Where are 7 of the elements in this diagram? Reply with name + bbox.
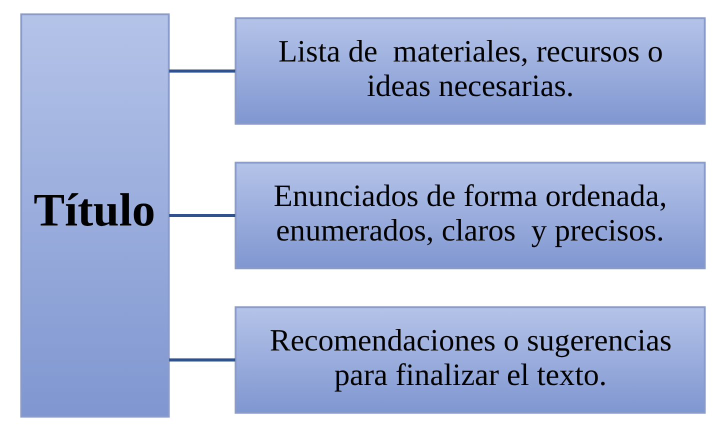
connector bbox=[169, 358, 236, 362]
connector bbox=[169, 69, 236, 73]
node-box: Título bbox=[20, 13, 170, 418]
node-box: Enunciados de forma ordenada, enumerados, claros y precisos. bbox=[234, 162, 706, 270]
connector bbox=[169, 214, 236, 218]
node-box: Recomendaciones o sugerencias para finalizar el texto. bbox=[234, 306, 706, 414]
node-box: Lista de materiales, recursos o ideas necesarias. bbox=[234, 17, 706, 125]
